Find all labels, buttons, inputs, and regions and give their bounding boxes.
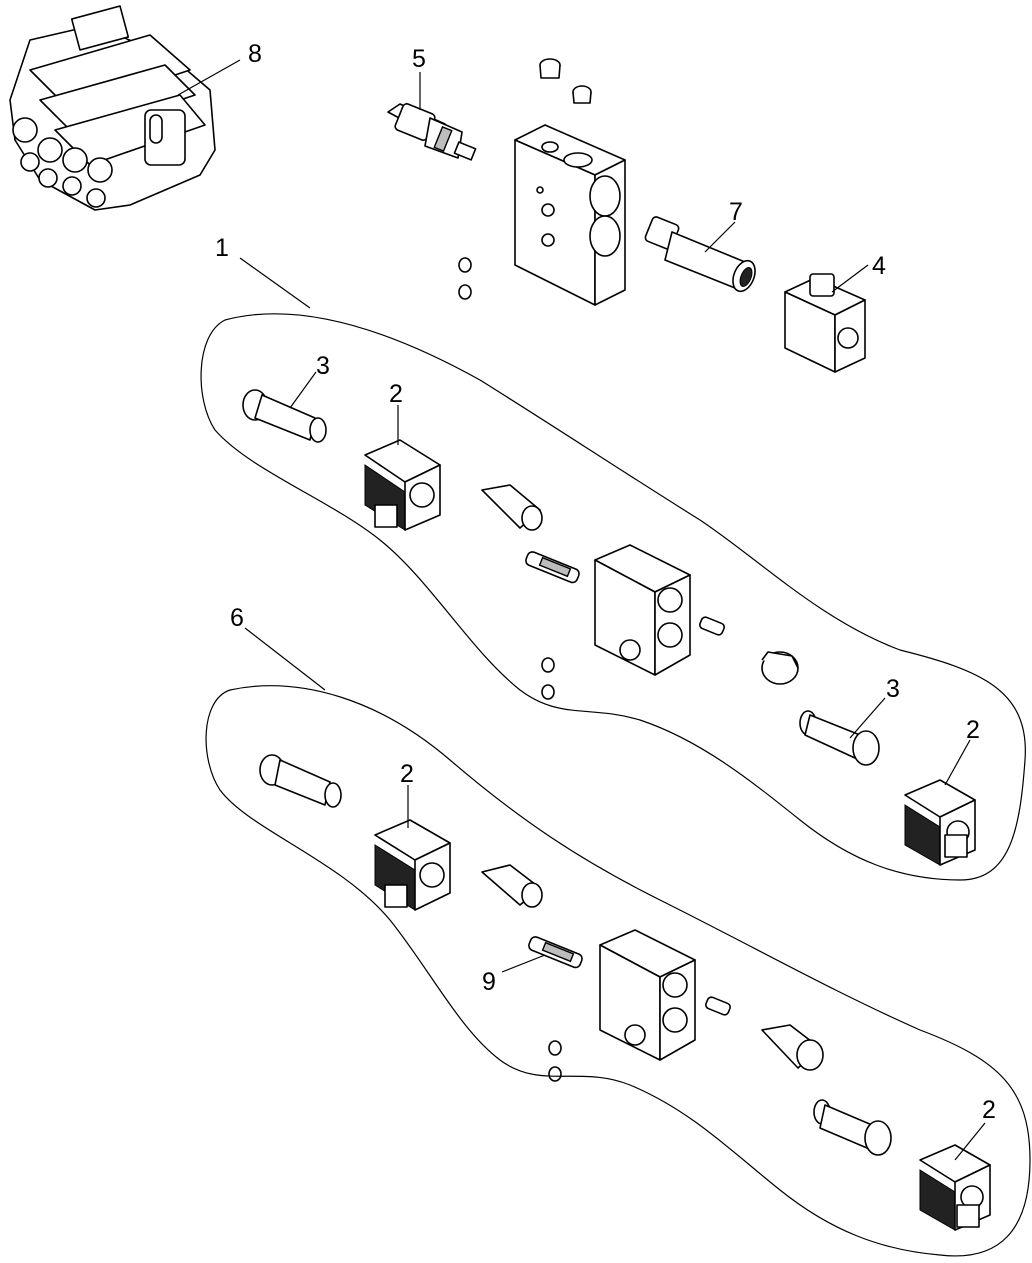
leader-line-3a (289, 371, 317, 409)
solenoid-coil (919, 1144, 991, 1231)
o-ring (541, 684, 555, 700)
leader-line-8 (177, 59, 241, 96)
plug-pair (539, 58, 592, 104)
o-ring (541, 657, 555, 673)
solenoid-coil (904, 779, 976, 866)
o-ring (548, 1066, 562, 1082)
o-ring (458, 284, 472, 300)
solenoid-tube (799, 710, 880, 766)
leader-line-2b (944, 739, 971, 786)
valve-bank-assembly (9, 5, 216, 211)
adapter-fitting (481, 864, 543, 908)
callout-8: 8 (248, 40, 262, 68)
solenoid-tube (259, 754, 342, 808)
valve-section (599, 929, 696, 1061)
valve-section (594, 544, 691, 676)
callout-3: 3 (316, 352, 330, 380)
callout-7: 7 (729, 198, 743, 226)
group-1-parts (242, 389, 976, 866)
leader-line-2d (954, 1122, 986, 1161)
adapter-fitting (761, 1024, 824, 1071)
callout-4: 4 (872, 252, 886, 280)
spool-spring (705, 996, 731, 1016)
group-6-parts (259, 754, 991, 1231)
leader-line-7 (704, 221, 736, 253)
relief-valve-cartridge (387, 103, 477, 161)
leader-line-6 (244, 627, 326, 691)
callout-1: 1 (215, 234, 229, 262)
solenoid-coil (364, 439, 441, 531)
o-ring (458, 257, 472, 273)
leader-line-1 (239, 257, 311, 309)
spool-spring (525, 551, 580, 584)
solenoid-tube (644, 216, 756, 293)
callout-3: 3 (886, 675, 900, 703)
leader-line-9 (501, 954, 546, 973)
cap-plug (761, 651, 799, 685)
solenoid-coil (374, 819, 451, 911)
leader-line-4 (831, 264, 869, 293)
solenoid-coil-square (784, 273, 866, 373)
spool-spring (699, 616, 725, 636)
callout-9: 9 (482, 968, 496, 996)
spool-spring (528, 936, 583, 969)
callout-2: 2 (966, 716, 980, 744)
leader-line-3b (849, 697, 886, 739)
callout-2: 2 (389, 380, 403, 408)
callout-2: 2 (400, 760, 414, 788)
solenoid-tube (813, 1099, 892, 1156)
o-ring (548, 1040, 562, 1056)
assembly-group-1-outline (200, 313, 1026, 881)
valve-body-block (514, 124, 626, 306)
callout-6: 6 (230, 604, 244, 632)
callout-2: 2 (982, 1096, 996, 1124)
solenoid-tube (242, 389, 327, 443)
adapter-fitting (481, 484, 543, 531)
callout-5: 5 (412, 45, 426, 73)
assembly-group-6-outline (205, 685, 1031, 1257)
